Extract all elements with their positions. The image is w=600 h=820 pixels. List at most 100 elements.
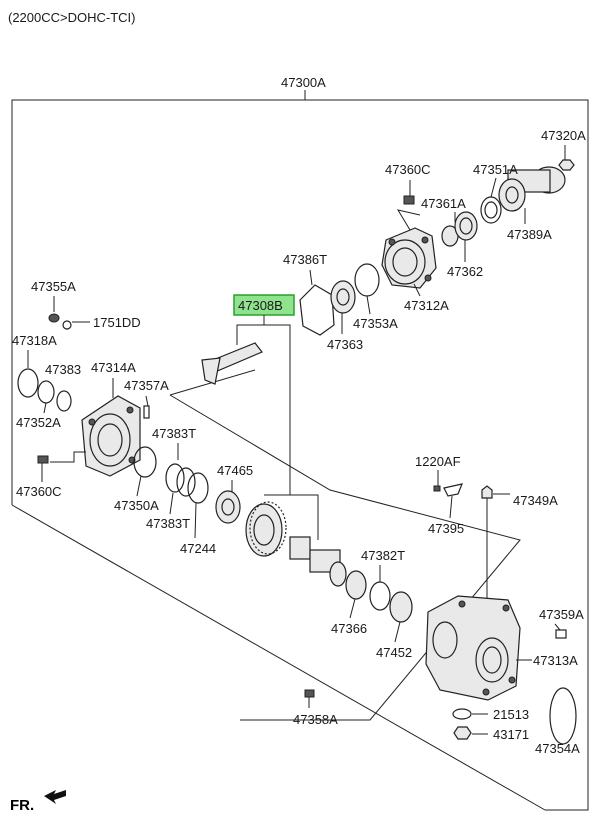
cover-47318A bbox=[17, 368, 39, 398]
bearing-47363 bbox=[330, 280, 356, 314]
front-arrow-icon bbox=[44, 790, 66, 804]
part-label-47359A[interactable]: 47359A bbox=[539, 607, 584, 622]
leader-47312A bbox=[413, 283, 421, 297]
ring-gear bbox=[245, 501, 287, 557]
leader-47352A bbox=[43, 402, 47, 414]
case-47314A bbox=[81, 395, 141, 477]
guide-bolt bbox=[396, 209, 421, 231]
leader-47452 bbox=[394, 621, 401, 643]
part-label-47465[interactable]: 47465 bbox=[217, 463, 253, 478]
seal-47350A bbox=[133, 446, 157, 478]
plug-43171 bbox=[453, 726, 472, 740]
part-label-47358A[interactable]: 47358A bbox=[293, 712, 338, 727]
leader-47360C-bot-b bbox=[50, 451, 86, 463]
bearing-47362 bbox=[454, 211, 478, 241]
pin-47359A bbox=[555, 629, 567, 639]
part-label-47395[interactable]: 47395 bbox=[428, 521, 464, 536]
leader-47353A bbox=[366, 295, 371, 315]
part-label-47386T[interactable]: 47386T bbox=[283, 252, 327, 267]
bolt-47358A bbox=[304, 689, 315, 698]
part-label-43171[interactable]: 43171 bbox=[493, 727, 529, 742]
o-ring-47354A bbox=[549, 687, 577, 745]
bolt-47360C-bot bbox=[37, 455, 49, 464]
leader-47395 bbox=[449, 495, 453, 519]
part-label-47366[interactable]: 47366 bbox=[331, 621, 367, 636]
part-label-47352A[interactable]: 47352A bbox=[16, 415, 61, 430]
housing-47312A bbox=[381, 227, 437, 289]
engine-spec-title: (2200CC>DOHC-TCI) bbox=[8, 10, 136, 25]
part-label-47360C-bot[interactable]: 47360C bbox=[16, 484, 62, 499]
seal-47352A bbox=[37, 380, 55, 404]
bolt-47360C-top bbox=[403, 195, 415, 205]
shim-47382T bbox=[369, 581, 391, 611]
part-label-47383T-b[interactable]: 47383T bbox=[146, 516, 190, 531]
leader-47366 bbox=[349, 598, 356, 619]
assembly-frame bbox=[11, 99, 589, 811]
ring-47383 bbox=[56, 390, 72, 412]
part-label-47313A[interactable]: 47313A bbox=[533, 653, 578, 668]
part-label-47312A[interactable]: 47312A bbox=[404, 298, 449, 313]
part-label-47383T-a[interactable]: 47383T bbox=[152, 426, 196, 441]
part-label-47389A[interactable]: 47389A bbox=[507, 227, 552, 242]
bearing-47465-inner bbox=[221, 498, 235, 516]
washer-1751DD bbox=[62, 320, 72, 330]
part-label-47320A[interactable]: 47320A bbox=[541, 128, 586, 143]
oil-seal-inner bbox=[484, 201, 498, 219]
part-label-47314A[interactable]: 47314A bbox=[91, 360, 136, 375]
part-label-47350A[interactable]: 47350A bbox=[114, 498, 159, 513]
part-label-47361A[interactable]: 47361A bbox=[421, 196, 466, 211]
leader-47308B-left bbox=[236, 315, 265, 345]
part-label-47349A[interactable]: 47349A bbox=[513, 493, 558, 508]
gasket-21513 bbox=[452, 708, 472, 720]
leader-47350A bbox=[136, 475, 142, 497]
leader-47386T bbox=[309, 269, 313, 286]
part-label-47355A[interactable]: 47355A bbox=[31, 279, 76, 294]
oil-seal-47351A bbox=[480, 196, 502, 224]
leader-47244 bbox=[194, 502, 197, 539]
part-label-47244[interactable]: 47244 bbox=[180, 541, 216, 556]
flange-47389A bbox=[498, 166, 566, 212]
housing-47313A bbox=[425, 595, 521, 701]
seal-47452 bbox=[389, 591, 413, 623]
part-label-47318A[interactable]: 47318A bbox=[12, 333, 57, 348]
part-label-47452[interactable]: 47452 bbox=[376, 645, 412, 660]
front-direction-label: FR. bbox=[10, 797, 34, 814]
bolt-1220AF bbox=[433, 485, 441, 492]
part-label-21513[interactable]: 21513 bbox=[493, 707, 529, 722]
part-label-47351A[interactable]: 47351A bbox=[473, 162, 518, 177]
bracket-47395 bbox=[443, 483, 463, 497]
breather-47349A bbox=[481, 485, 493, 499]
part-label-47308B[interactable]: 47308B bbox=[238, 298, 283, 313]
plug-47355A bbox=[48, 313, 60, 323]
shim-47383T-a bbox=[165, 463, 185, 493]
part-label-1220AF[interactable]: 1220AF bbox=[415, 454, 461, 469]
leader-47359A bbox=[554, 623, 561, 631]
spacer-47244 bbox=[187, 472, 209, 504]
part-label-47354A[interactable]: 47354A bbox=[535, 741, 580, 756]
part-label-47382T[interactable]: 47382T bbox=[361, 548, 405, 563]
bearing-47362-inner bbox=[459, 217, 473, 235]
part-label-47383[interactable]: 47383 bbox=[45, 362, 81, 377]
part-label-47363[interactable]: 47363 bbox=[327, 337, 363, 352]
assembly-label[interactable]: 47300A bbox=[281, 75, 326, 90]
part-label-47362[interactable]: 47362 bbox=[447, 264, 483, 279]
part-label-47353A[interactable]: 47353A bbox=[353, 316, 398, 331]
leader-47351A bbox=[490, 177, 497, 198]
differential bbox=[289, 536, 347, 587]
guide-lower bbox=[169, 394, 521, 721]
o-ring-47353A bbox=[354, 263, 380, 297]
shim-47383T-b bbox=[176, 467, 196, 497]
pinion-shaft bbox=[201, 342, 263, 385]
part-label-47360C-top[interactable]: 47360C bbox=[385, 162, 431, 177]
part-label-1751DD[interactable]: 1751DD bbox=[93, 315, 141, 330]
nut-47320A bbox=[558, 159, 575, 171]
pin-47357A bbox=[143, 405, 150, 419]
bearing-47465 bbox=[215, 490, 241, 524]
part-label-47357A[interactable]: 47357A bbox=[124, 378, 169, 393]
leader-47357A bbox=[145, 395, 149, 407]
bearing-47366 bbox=[345, 570, 367, 600]
assembly-frame-diagonal bbox=[11, 504, 546, 811]
gasket-47386T bbox=[299, 284, 335, 336]
